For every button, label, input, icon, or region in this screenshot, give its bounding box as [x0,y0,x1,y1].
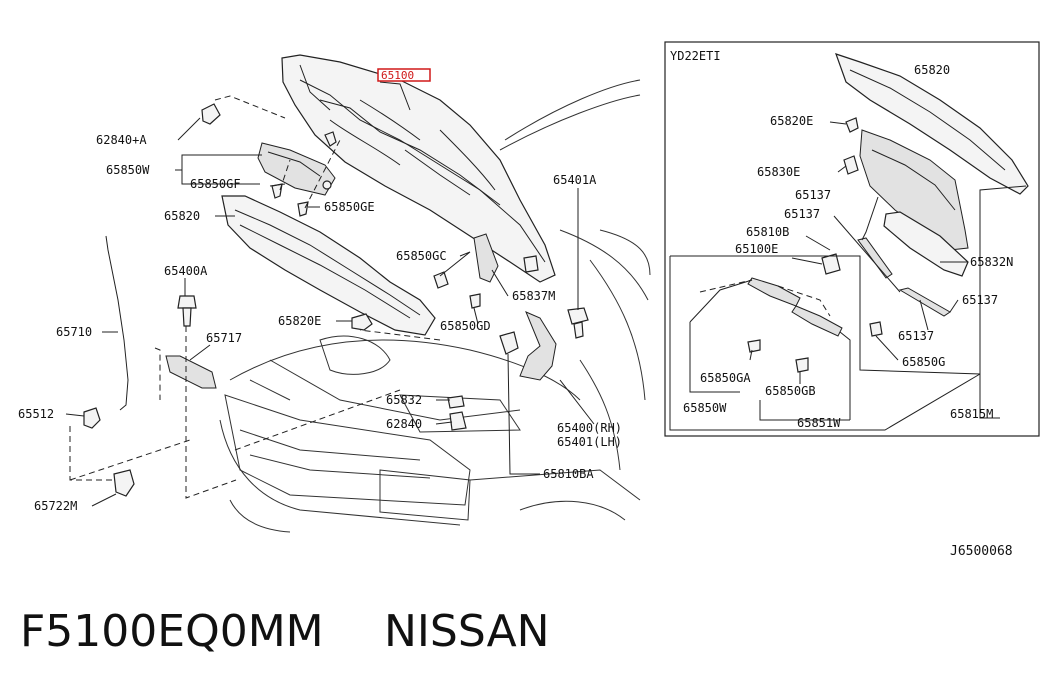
inset-callout-65137-a: 65137 [795,188,831,202]
inset-frame [664,41,1040,437]
inset-callout-65850ga: 65850GA [700,371,751,385]
callout-65850gf: 65850GF [190,177,241,191]
vehicle-body-outline [219,79,651,533]
callout-65850ge: 65850GE [324,200,375,214]
callout-62840-a: 62840+A [96,133,147,147]
callout-65401a: 65401A [553,173,597,187]
inset-callout-65137-d: 65137 [898,329,934,343]
callout-65722m: 65722M [34,499,77,513]
inset-callout-65820: 65820 [914,63,950,77]
hood-panel [281,54,556,283]
leader-lines [65,81,595,507]
inset-callout-65820e: 65820E [770,114,813,128]
inset-callout-65850g: 65850G [902,355,945,369]
figure-code: J6500068 [950,544,1013,559]
inset-callout-65850w: 65850W [683,401,727,415]
small-parts [83,103,589,497]
callout-65832: 65832 [386,393,422,407]
callout-65837m: 65837M [512,289,555,303]
callout-65717: 65717 [206,331,242,345]
callout-65850w: 65850W [106,163,150,177]
footer-part-number: F5100EQ0MM [20,606,324,657]
inset-callout-65851w: 65851W [797,416,841,430]
callout-65512: 65512 [18,407,54,421]
insulator-bracket [257,142,336,196]
inset-callout-65815m: 65815M [950,407,993,421]
main-callout-labels: 62840+A 65850W 65850GF 65850GE 65820 654… [18,68,622,513]
inset-callout-65832n: 65832N [970,255,1013,269]
hood-insulator [221,195,436,336]
inset-title: YD22ETI [670,49,721,63]
callout-65820e: 65820E [278,314,321,328]
inset-callout-65137-b: 65137 [784,207,820,221]
engine-variant-inset: YD22ETI [664,41,1040,437]
callout-65810ba: 65810BA [543,467,594,481]
callout-65850gd: 65850GD [440,319,491,333]
callout-62840: 62840 [386,417,422,431]
callout-65710: 65710 [56,325,92,339]
inset-callout-65100e: 65100E [735,242,778,256]
inset-callout-65810b: 65810B [746,225,789,239]
inset-callout-65850gb: 65850GB [765,384,816,398]
callout-65820: 65820 [164,209,200,223]
callout-65100-highlighted[interactable]: 65100 [381,69,414,82]
callout-65400a: 65400A [164,264,208,278]
highlight-box-65100 [377,68,431,82]
callout-65850gc: 65850GC [396,249,447,263]
inset-callout-65830e: 65830E [757,165,800,179]
footer-brand: NISSAN [384,606,550,657]
callout-65400-rh: 65400(RH) [557,421,622,435]
callout-65401-lh: 65401(LH) [557,435,622,449]
inset-callout-65137-c: 65137 [962,293,998,307]
